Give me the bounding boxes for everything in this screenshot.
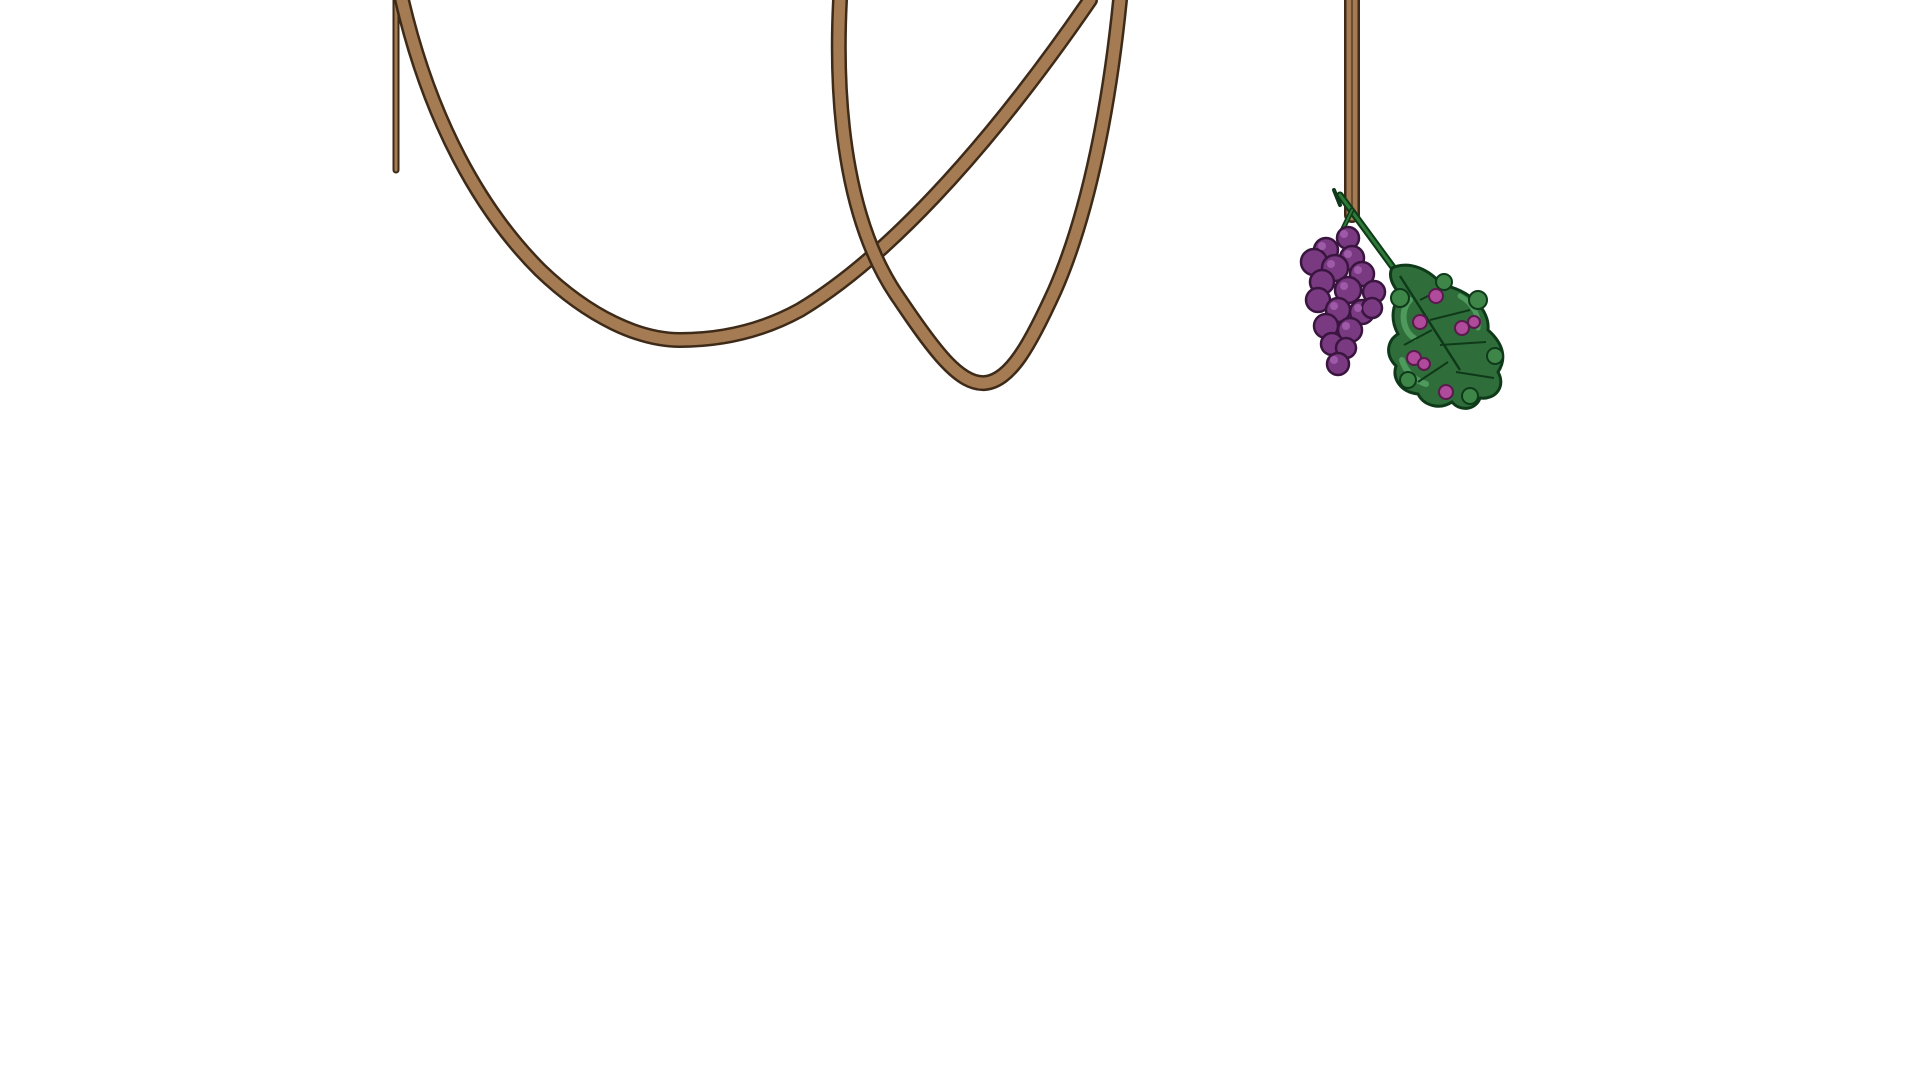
vine-rope-swag-1 [394,0,1098,348]
vine-rope-swag-2 [830,0,1128,392]
herb-sprig-decoration [1332,188,1505,410]
grape-bunch-decoration [1299,207,1387,377]
